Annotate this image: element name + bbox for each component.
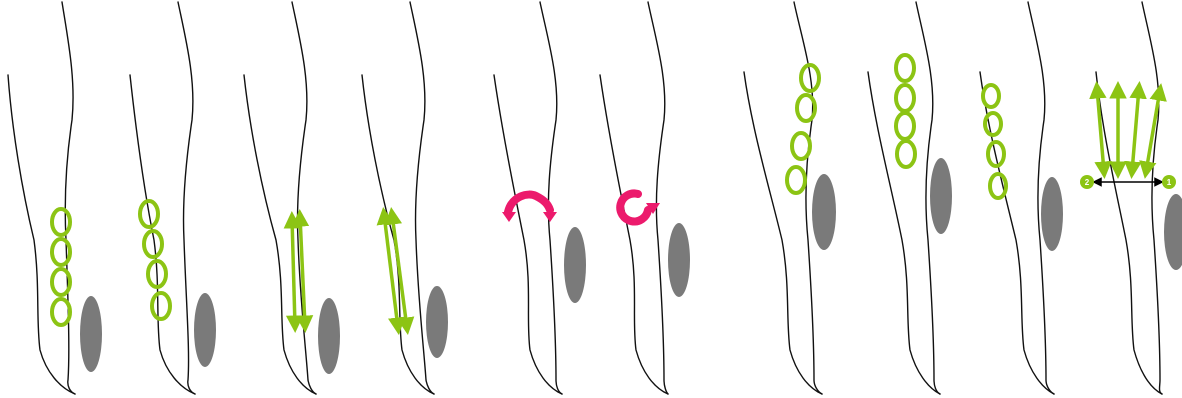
leg-outline-right [1142,2,1162,394]
pad [194,293,216,367]
panel-5 [494,2,586,394]
pad [564,227,586,303]
straight-stroke-icon [384,214,407,328]
pad [930,158,952,234]
fan-stroke-icon [1097,88,1160,172]
leg-outline-left [130,75,195,394]
loop-stroke-icon [896,55,915,167]
pad [668,223,690,297]
panel-9 [980,2,1063,394]
marker-2-badge: 2 [1080,175,1094,189]
pad [318,298,340,374]
panel-1 [8,2,102,394]
panel-3 [244,2,340,394]
leg-outline-right [178,2,195,394]
loop-stroke-icon [983,85,1006,198]
panel-10: 2 1 [1080,2,1182,394]
panel-7 [744,2,836,394]
pad [1164,194,1182,270]
leg-outline-left [868,72,940,394]
full-circle-arrow-icon [620,193,660,221]
leg-outline-right [648,2,668,394]
panel-2 [130,2,216,394]
leg-outline-right [292,2,316,394]
panel-4 [362,2,448,394]
pad [426,286,448,358]
marker-1-label: 1 [1167,178,1172,187]
leg-outline-left [1096,72,1162,394]
loop-stroke-icon [140,201,170,319]
marker-1-badge: 1 [1162,175,1176,189]
loop-stroke-icon [787,65,819,193]
straight-stroke-icon [292,216,305,326]
pad [80,296,102,372]
panel-6 [600,2,690,394]
leg-outline-right [62,2,75,394]
panel-8 [868,2,952,394]
pad [1041,177,1063,251]
marker-2-label: 2 [1085,178,1090,187]
leg-outline-left [494,75,562,394]
pad [812,174,836,250]
